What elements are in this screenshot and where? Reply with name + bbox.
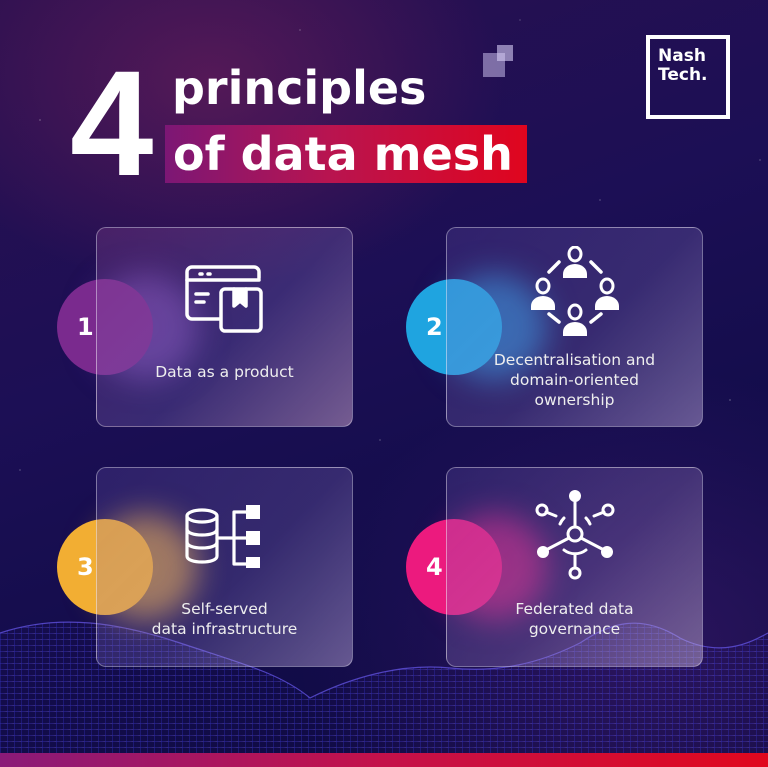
principle-4-badge: 4 [406, 519, 502, 615]
logo-line-2: Tech. [658, 65, 708, 85]
principle-card-2: Decentralisation and domain-oriented own… [446, 227, 703, 427]
bottom-accent-bar [0, 753, 768, 767]
federated-hub-network-icon [535, 490, 614, 580]
decorative-square-icon [497, 45, 513, 61]
principle-4-label: Federated data governance [515, 600, 634, 638]
principle-card-3: Self-served data infrastructure [96, 467, 353, 667]
people-circle-network-icon [530, 246, 619, 336]
logo-line-1: Nash [658, 46, 706, 66]
title-line-2-highlight: of data mesh [165, 125, 527, 183]
principle-3-badge: 3 [57, 519, 153, 615]
principle-card-4: Federated data governance [446, 467, 703, 667]
title-line-1: principles [172, 61, 427, 115]
principle-2-badge: 2 [406, 279, 502, 375]
browser-product-box-icon [184, 265, 263, 333]
wireframe-terrain-decoration [0, 621, 768, 753]
principle-card-1: Data as a product [96, 227, 353, 427]
principle-3-label: Self-served data infrastructure [151, 600, 298, 638]
principle-2-label: Decentralisation and domain-oriented own… [493, 351, 656, 409]
principle-1-label: Data as a product [155, 363, 294, 381]
database-hierarchy-icon [184, 505, 260, 568]
nashtech-logo: Nash Tech. [646, 35, 730, 119]
title-number: 4 [70, 39, 153, 207]
